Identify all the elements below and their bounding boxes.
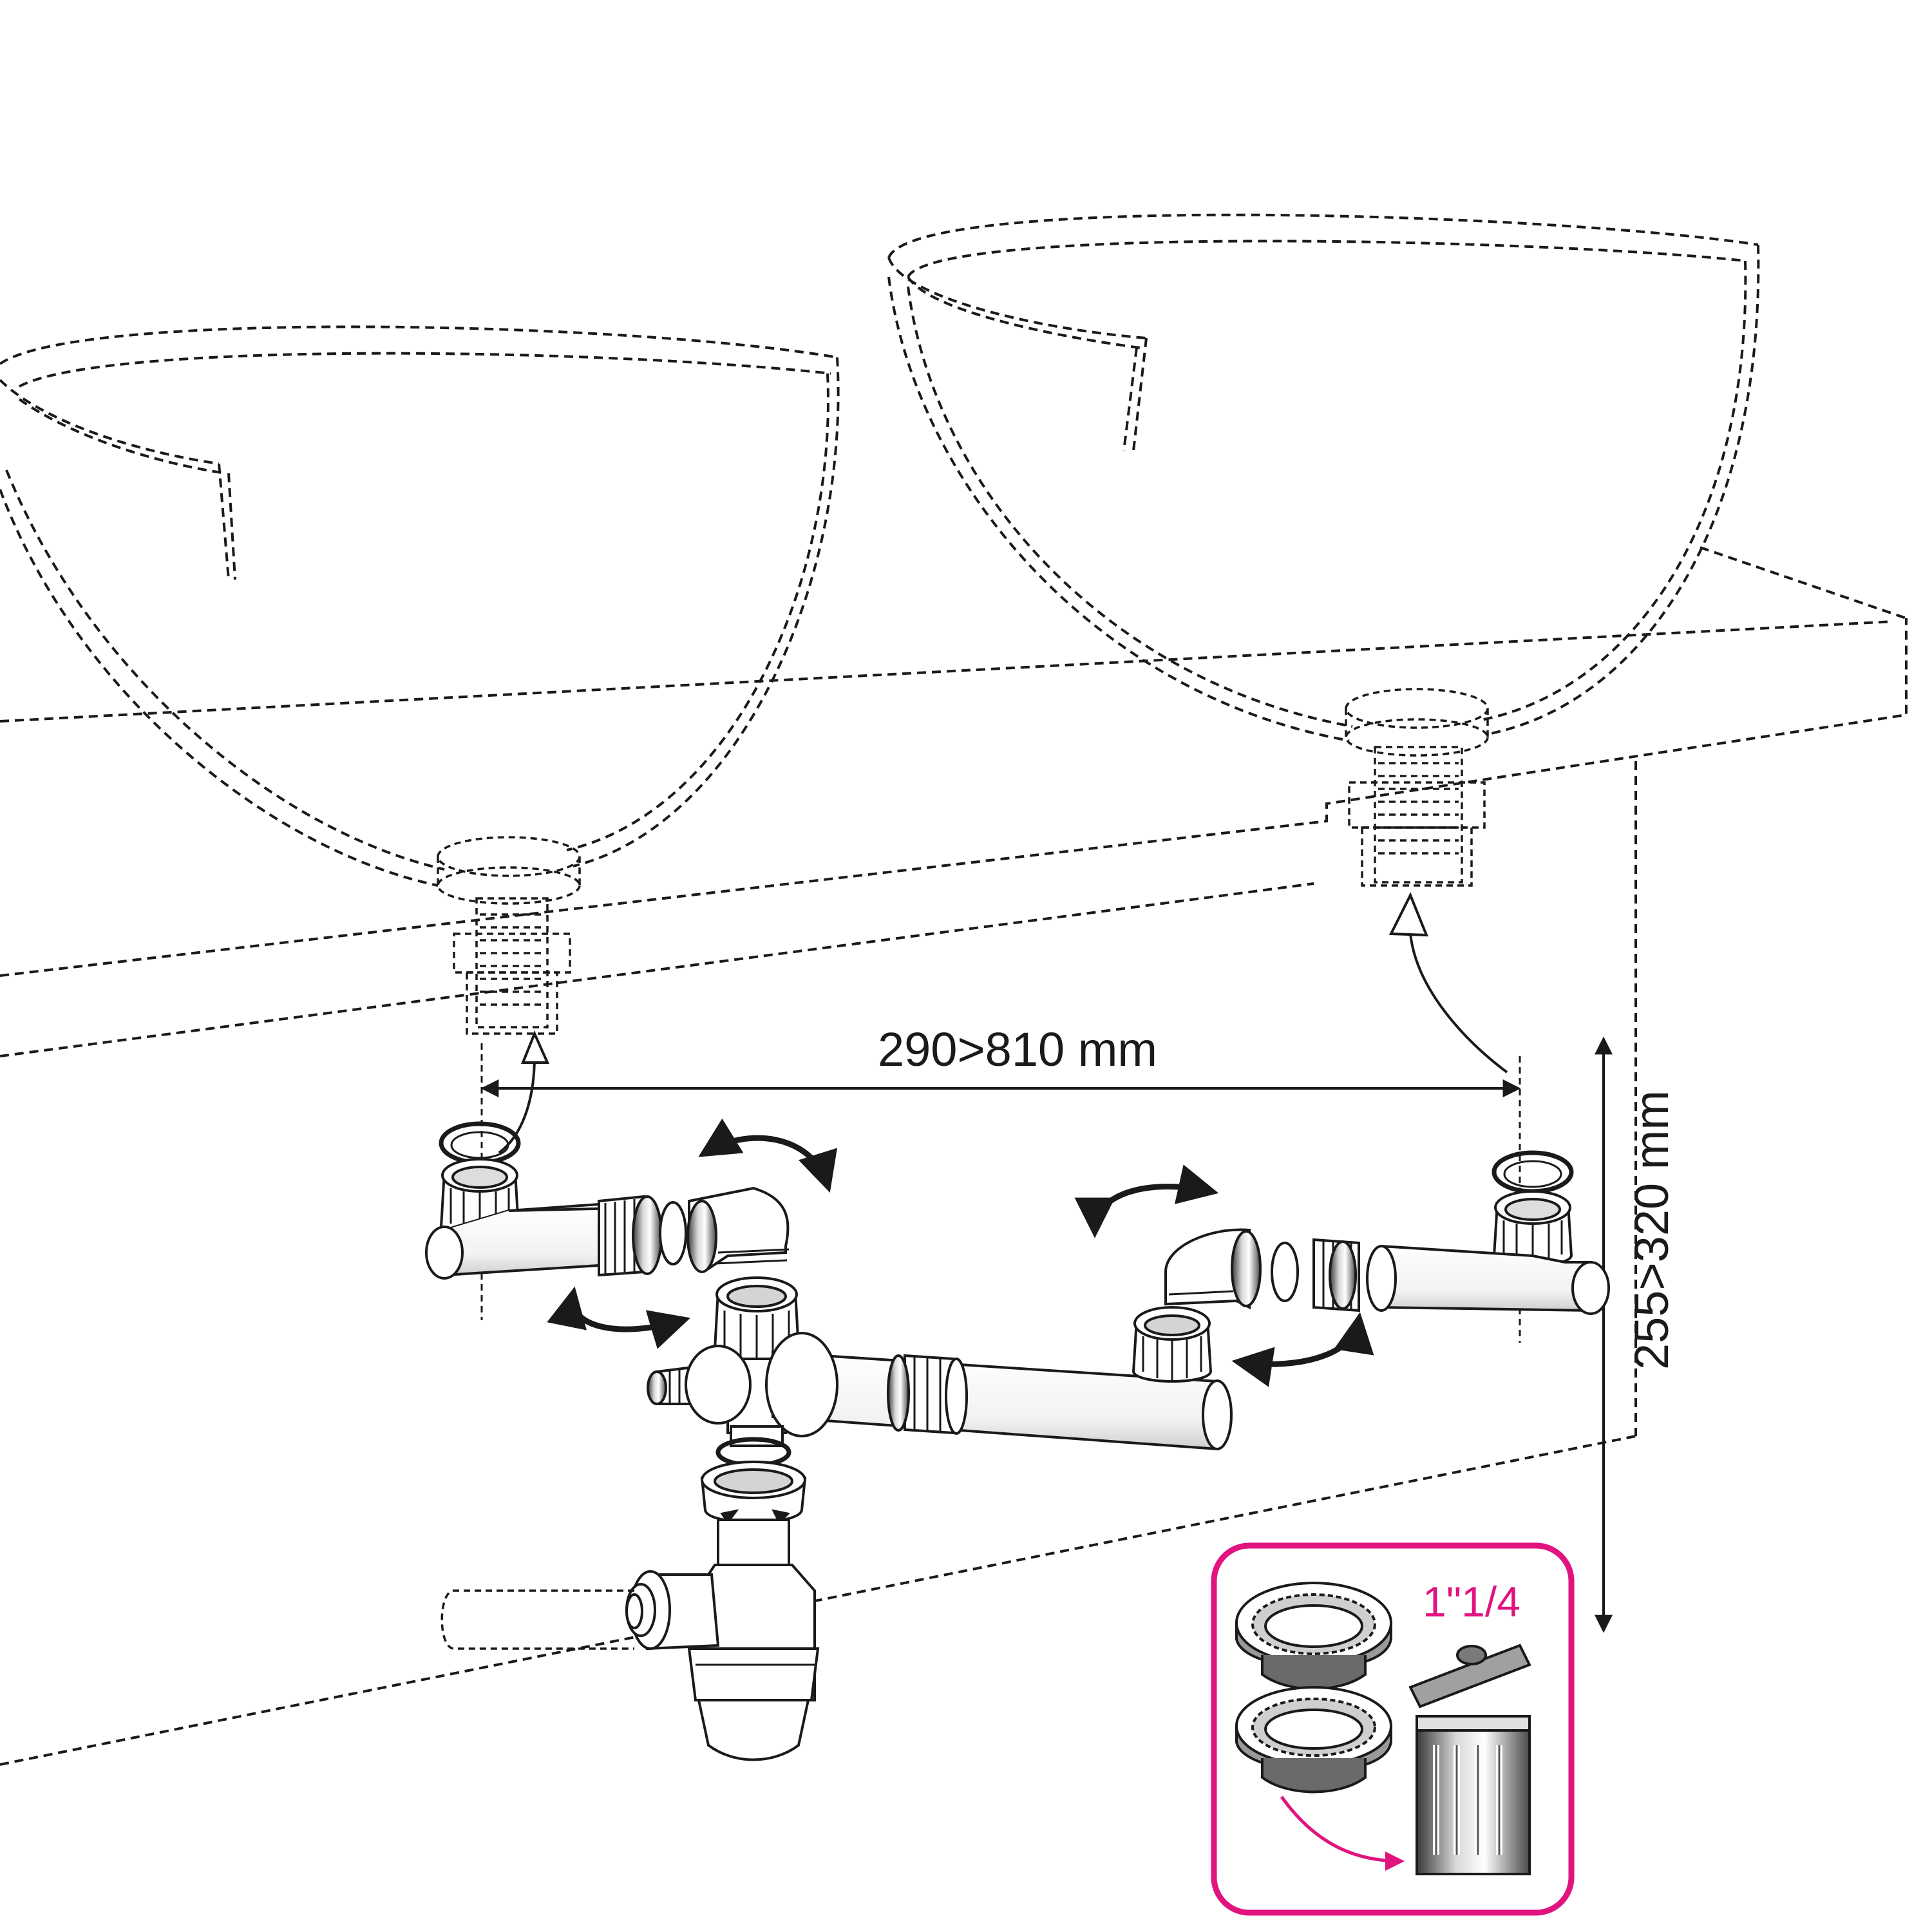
horizontal-dimension: 290>810 mm [480, 1023, 1521, 1097]
left-drain-valve [437, 836, 581, 1035]
adapter-ring-bottom [1235, 1686, 1392, 1794]
siphon-tee-body [647, 1276, 1233, 1451]
rotate-arrow-right-bottom [1231, 1312, 1374, 1387]
discard-arrow [1280, 1795, 1405, 1871]
rotate-arrows [547, 1118, 1374, 1387]
left-inlet-assembly [425, 1121, 790, 1280]
rotate-arrow-left-bottom [547, 1286, 691, 1349]
wall-drain-pipe-outline [440, 1589, 634, 1650]
siphon-extension-pipe-end [1202, 1379, 1233, 1450]
right-inlet-assembly [1164, 1150, 1610, 1315]
left-seal-ring [659, 1201, 687, 1265]
left-inlet-pipe-end [425, 1226, 464, 1280]
right-drain-valve [1345, 688, 1489, 887]
countertop-outline [0, 546, 1908, 1766]
horizontal-dimension-label: 290>810 mm [878, 1023, 1157, 1076]
right-inlet-pipe-end [1571, 1261, 1610, 1315]
vertical-dimension-label: 255>320 mm [1625, 1090, 1678, 1370]
bottle-trap [625, 1437, 820, 1761]
vertical-dimension: 255>320 mm [1595, 1036, 1678, 1633]
adapter-inset: 1"1/4 [1211, 1542, 1575, 1916]
adapter-ring-top [1235, 1582, 1392, 1690]
right-basin-outline [887, 213, 1760, 742]
rotate-arrow-right-top [1074, 1164, 1219, 1238]
right-elbow [1164, 1228, 1251, 1310]
left-connect-arrow [498, 1030, 550, 1154]
waste-bin-icon [1408, 1643, 1531, 1875]
right-connect-arrow [1388, 892, 1508, 1074]
right-seal-ring [1271, 1242, 1299, 1302]
left-basin-outline [0, 325, 840, 887]
thread-size-label: 1"1/4 [1423, 1578, 1520, 1625]
rotate-arrow-left-top [698, 1118, 837, 1193]
